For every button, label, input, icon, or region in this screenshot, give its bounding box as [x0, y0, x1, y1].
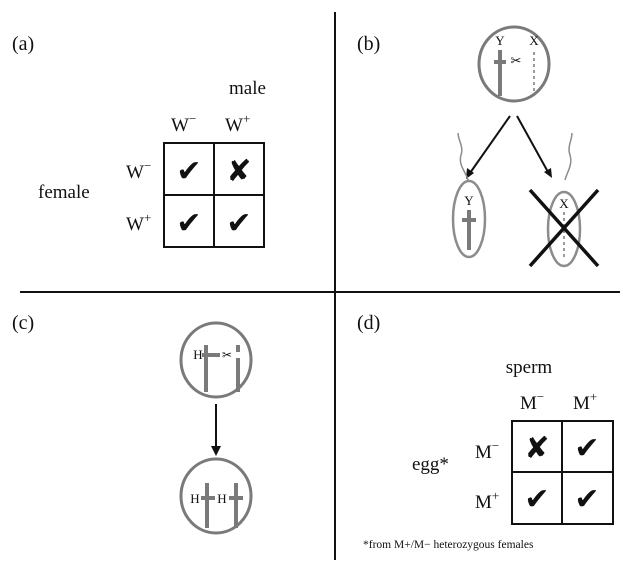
h-chromosome-right — [229, 483, 243, 528]
panel-a-col1-label: W− — [171, 111, 196, 136]
panel-d-row-header: egg* — [412, 454, 449, 475]
sperm-x-head — [546, 190, 582, 268]
panel-b: (b) Y X ✂ Y X — [357, 25, 600, 268]
panel-b-label: (b) — [357, 33, 380, 55]
panel-a-cell-2-1: ✔ — [176, 206, 201, 241]
panel-d-col2-label: M+ — [573, 389, 597, 414]
panel-d-row1-label: M− — [475, 438, 499, 463]
panel-a-cell-1-1: ✔ — [176, 154, 201, 189]
panel-d-cell-1-2: ✔ — [574, 431, 599, 466]
h-chromosome-left — [201, 483, 215, 528]
panel-d-col1-label: M− — [520, 389, 544, 414]
arrow-right — [516, 115, 549, 173]
sperm-y-chromosome — [462, 210, 476, 250]
panel-d: (d) sperm egg* M− M+ M− M+ ✘ ✔ ✔ ✔ *from… — [357, 312, 614, 551]
panel-d-cell-2-2: ✔ — [574, 482, 599, 517]
panel-d-row2-label: M+ — [475, 488, 499, 513]
scissors-icon: ✂ — [511, 53, 522, 68]
sperm-x-label: X — [559, 196, 569, 211]
panel-a-row1-label: W− — [126, 158, 151, 183]
cell-ellipse-top — [179, 321, 253, 399]
panel-d-footnote: *from M+/M− heterozygous females — [363, 539, 534, 551]
h-chromosome — [202, 345, 220, 392]
panel-a-col2-label: W+ — [225, 111, 250, 136]
sperm-y-head — [451, 179, 487, 259]
arrow-down-head — [211, 446, 221, 456]
panel-c-label: (c) — [12, 312, 34, 334]
panel-d-col-header: sperm — [506, 357, 553, 378]
panel-a-row2-label: W+ — [126, 210, 151, 235]
panel-d-cell-2-1: ✔ — [524, 482, 549, 517]
panel-d-grid — [511, 420, 614, 525]
arrow-right-head — [544, 168, 552, 178]
chromosome-y-label: Y — [495, 33, 505, 48]
panel-a-label: (a) — [12, 33, 34, 55]
h-allele-label-left: H — [190, 491, 199, 506]
arrow-left — [469, 115, 511, 174]
arrow-left-head — [466, 168, 474, 179]
panel-a-grid — [163, 142, 265, 248]
panel-a-cell-1-2: ✘ — [226, 154, 251, 189]
y-chromosome — [494, 50, 506, 96]
h-allele-label: H — [193, 347, 202, 362]
sperm-y-label: Y — [464, 193, 474, 208]
panel-c: (c) H ✂ H H — [12, 312, 253, 535]
panel-d-cell-1-1: ✘ — [524, 431, 549, 466]
sperm-x-tail — [564, 132, 573, 181]
panel-d-label: (d) — [357, 312, 380, 334]
panel-a-row-header: female — [38, 182, 90, 203]
chromosome-x-label: X — [529, 33, 539, 48]
cell-ellipse-bottom — [179, 457, 253, 535]
panel-a-col-header: male — [229, 78, 266, 99]
h-allele-label-right: H — [217, 491, 226, 506]
panel-a: (a) male female W− W+ W− W+ ✔ ✘ ✔ ✔ — [12, 33, 266, 248]
cross-out-mark — [528, 188, 600, 268]
cell-ellipse — [477, 25, 551, 103]
scissors-icon-c: ✂ — [222, 348, 232, 362]
panel-a-cell-2-2: ✔ — [226, 206, 251, 241]
sperm-y-tail — [457, 132, 469, 181]
